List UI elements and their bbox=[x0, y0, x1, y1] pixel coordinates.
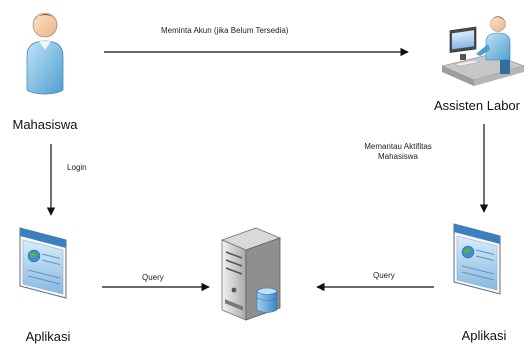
edge-label-login: Login bbox=[67, 163, 87, 172]
edge-label-query-left: Query bbox=[142, 273, 164, 282]
edge-label-meminta-akun: Meminta Akun (jika Belum Tersedia) bbox=[161, 26, 289, 35]
browser-window-icon bbox=[19, 227, 67, 299]
edge-label-memantau-line2: Mahasiswa bbox=[377, 152, 419, 161]
browser-window-icon bbox=[453, 223, 501, 295]
computer-user-icon bbox=[441, 16, 525, 86]
node-label-mahasiswa: Mahasiswa bbox=[12, 117, 78, 132]
database-server-icon bbox=[220, 227, 282, 321]
node-label-aplikasi-right: Aplikasi bbox=[461, 328, 507, 343]
node-label-aplikasi-left: Aplikasi bbox=[25, 329, 71, 344]
person-icon bbox=[26, 12, 64, 95]
edge-label-memantau-line1: Memantau Aktifitas bbox=[364, 142, 432, 151]
edge-label-query-right: Query bbox=[373, 271, 395, 280]
node-label-assisten-labor: Assisten Labor bbox=[434, 98, 520, 113]
